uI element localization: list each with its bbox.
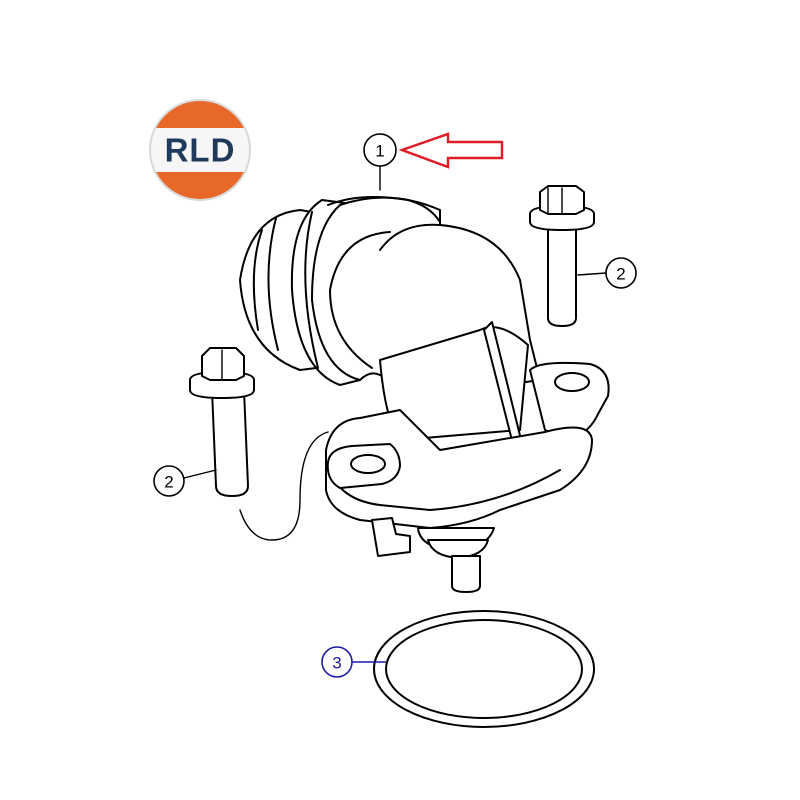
callout-2-left-label: 2 [164, 473, 173, 492]
callout-2-right: 2 [577, 257, 637, 289]
callout-2-left: 2 [153, 465, 217, 497]
callout-2-right-label: 2 [616, 265, 625, 284]
o-ring-seal [373, 610, 595, 728]
callout-1-label: 1 [375, 142, 384, 161]
callout-3-label: 3 [332, 654, 341, 673]
bolt-leader-line [239, 431, 329, 541]
arrow-left-icon [398, 132, 504, 169]
callout-3: 3 [321, 646, 386, 678]
thermostat-housing [239, 195, 610, 593]
bolt-right [529, 185, 595, 327]
bolt-left [189, 347, 255, 497]
brand-logo: RLD [149, 99, 251, 201]
callout-1: 1 [363, 133, 397, 191]
logo-text: RLD [165, 132, 236, 169]
